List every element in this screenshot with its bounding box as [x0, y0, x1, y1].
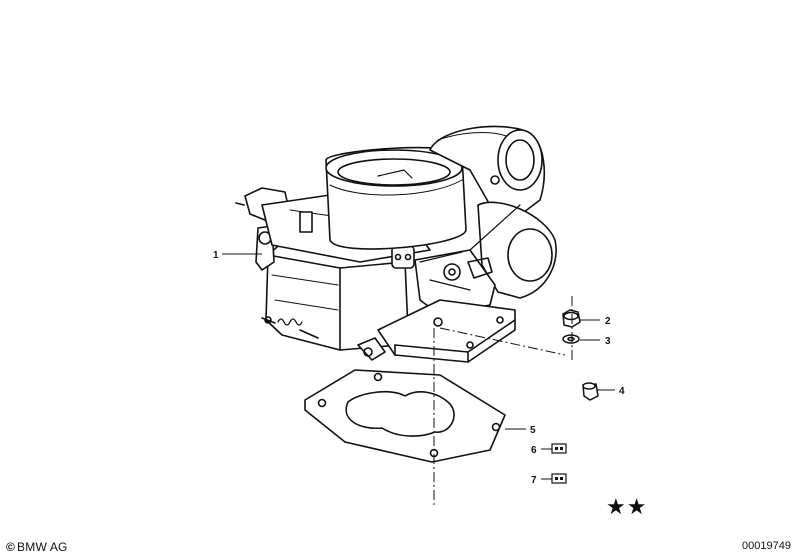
center-lines	[433, 296, 573, 505]
washer-illustration	[562, 334, 580, 344]
callout-1: 1	[213, 250, 219, 261]
copyright-mark: ©	[6, 540, 16, 554]
callout-3: 3	[605, 336, 611, 347]
callout-4: 4	[619, 386, 625, 397]
callout-5: 5	[530, 425, 536, 436]
copyright-text: BMW AG	[17, 540, 68, 554]
diagram-id: 00019749	[742, 540, 791, 552]
gasket-illustration	[304, 369, 506, 463]
copyright-notice: ©BMW AG	[6, 540, 68, 554]
callout-6: 6	[531, 445, 537, 456]
stars-mark: ★★	[606, 495, 648, 520]
callout-2: 2	[605, 316, 611, 327]
cap-illustration	[582, 382, 599, 401]
small-part-box-icon	[551, 473, 567, 484]
carburetor-illustration	[235, 125, 557, 363]
small-part-box-icon	[551, 443, 567, 454]
callout-7: 7	[531, 475, 537, 486]
callout-leaders	[222, 253, 615, 480]
